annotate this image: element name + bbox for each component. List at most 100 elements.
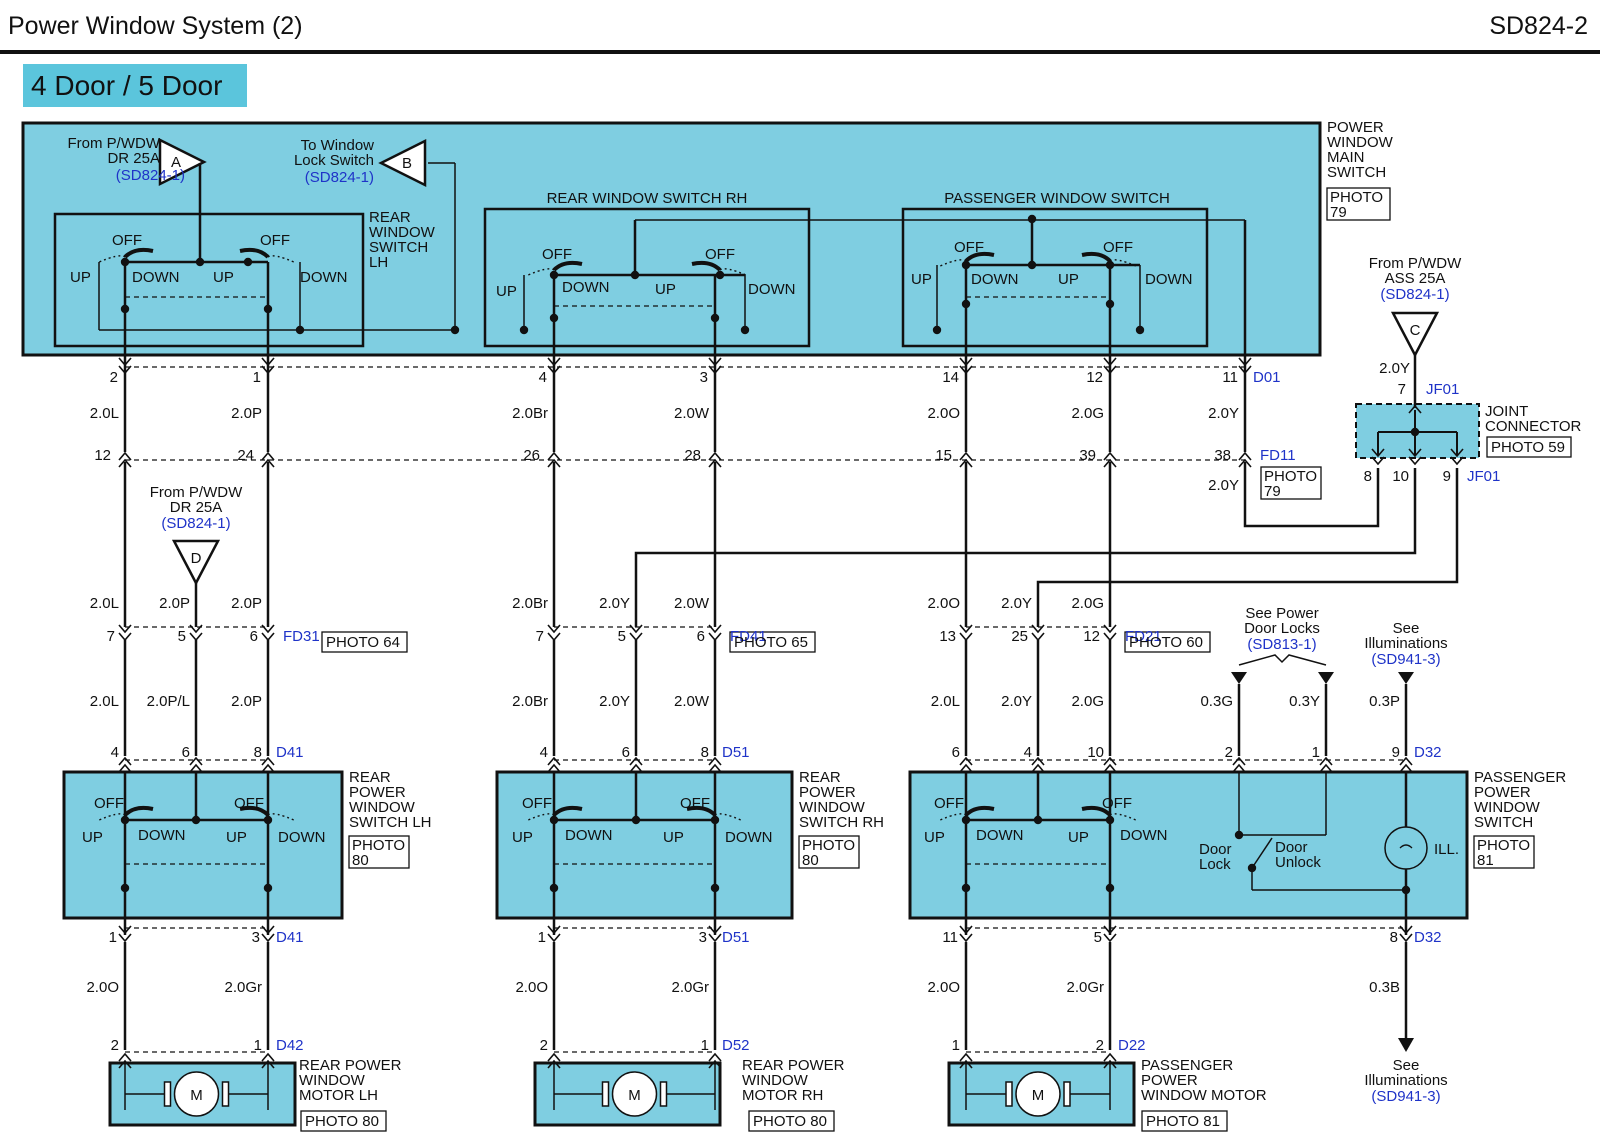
page-code: SD824-2 xyxy=(1489,12,1588,40)
sw-rh-bot-pin xyxy=(708,933,722,943)
junction-dot xyxy=(120,815,130,825)
label-off: OFF xyxy=(705,246,735,263)
sw_lh-pin xyxy=(189,756,203,766)
label-down: DOWN xyxy=(300,269,348,286)
d01-pin-number: 14 xyxy=(942,369,959,386)
sw-lh-bot-conn: D41 xyxy=(276,929,304,946)
motor-rh-photo xyxy=(748,1110,835,1132)
junction-dot xyxy=(630,270,640,280)
sw_rh-pin xyxy=(547,763,561,773)
junction-dot xyxy=(549,270,559,280)
ref-c-triangle-letter: C xyxy=(1410,322,1421,339)
switch-dotted xyxy=(267,813,297,822)
motor-icon xyxy=(1015,1071,1061,1117)
fd31-photo-text: PHOTO 64 xyxy=(326,634,400,651)
d01-pin xyxy=(118,365,132,375)
d01-pin xyxy=(1103,365,1117,375)
motor-rh-name: REAR POWER xyxy=(742,1057,845,1074)
illum-top-text: Illuminations xyxy=(1364,635,1447,652)
fd41-pin xyxy=(629,632,643,642)
fd41-pin-number: 7 xyxy=(536,628,544,645)
fd21-pin-number: 25 xyxy=(1011,628,1028,645)
d01-pin xyxy=(261,357,275,367)
junction-dot xyxy=(961,815,971,825)
label-off: OFF xyxy=(234,795,264,812)
junction-dot xyxy=(961,260,971,270)
motor-pass-name: POWER xyxy=(1141,1072,1198,1089)
switch-dotted xyxy=(1109,259,1139,268)
low-wire-color: 2.0Y xyxy=(599,693,630,710)
fd11-pin xyxy=(261,451,275,461)
sw-rh-name: WINDOW xyxy=(799,799,866,816)
motor_pass-pin xyxy=(959,1059,973,1069)
sw_lh-pin xyxy=(118,763,132,773)
joint-photo xyxy=(1486,436,1572,458)
ref-b-ref: (SD824-1) xyxy=(305,169,374,186)
sw-pass-bot-pin-number: 8 xyxy=(1390,929,1398,946)
wire xyxy=(1036,468,1459,627)
switch-arm xyxy=(1081,805,1112,817)
label-off: OFF xyxy=(1102,795,1132,812)
switch-dotted xyxy=(525,268,555,277)
switch-dotted xyxy=(937,813,967,822)
motor-wire-color: 2.0O xyxy=(515,979,548,996)
motor-wire-color: 2.0O xyxy=(86,979,119,996)
label-off: OFF xyxy=(260,232,290,249)
d01-pin-number: 11 xyxy=(1222,369,1238,386)
motor_lh-pin xyxy=(261,1052,275,1062)
sw_lh-pin xyxy=(261,763,275,773)
fd11-pin xyxy=(118,451,132,461)
switch-dotted xyxy=(937,259,967,268)
wire xyxy=(1243,462,1380,528)
fd31-pin-number: 7 xyxy=(107,628,115,645)
door-lock-arrow xyxy=(1231,672,1247,684)
label-down: DOWN xyxy=(565,827,613,844)
sw-lh-bot-pin xyxy=(118,925,132,935)
motor-pass-photo-text: PHOTO 81 xyxy=(1146,1113,1220,1130)
sw_pass-pin xyxy=(959,763,973,773)
fd11-pin-number: 26 xyxy=(523,447,540,464)
sw_rh-pin xyxy=(708,763,722,773)
label-up: UP xyxy=(911,271,932,288)
switch-dotted xyxy=(96,813,126,822)
fd31-pin xyxy=(261,632,275,642)
motor-lh-name: REAR POWER xyxy=(299,1057,402,1074)
sw-pass-bot-pin xyxy=(959,925,973,935)
sw_rh-box xyxy=(495,770,794,920)
label-up: UP xyxy=(213,269,234,286)
d01-wire-color: 2.0Y xyxy=(1208,405,1239,422)
d01-pin xyxy=(547,365,561,375)
low-wire-color: 2.0L xyxy=(931,693,960,710)
ref-c-ref: (SD824-1) xyxy=(1380,286,1449,303)
sw-rh-bot-pin xyxy=(708,925,722,935)
sw-rh-bot-pin-number: 3 xyxy=(699,929,707,946)
sw_pass-pin xyxy=(1232,763,1246,773)
sw-pass-bot-pin-number: 5 xyxy=(1094,929,1102,946)
door-lock-label: Lock xyxy=(1199,856,1231,873)
joint-name: JOINT xyxy=(1485,403,1528,420)
fd21-pin xyxy=(959,624,973,634)
motor-wire-color: 2.0Gr xyxy=(224,979,262,996)
junction-dot xyxy=(740,325,750,335)
junction-dot xyxy=(549,883,559,893)
motor_lh-conn: D42 xyxy=(276,1037,304,1054)
d01-pin xyxy=(1238,357,1252,367)
junction-dot xyxy=(710,883,720,893)
ref-b-text: To Window xyxy=(301,137,375,154)
d01-pin xyxy=(708,357,722,367)
sw_pass-pin xyxy=(1031,763,1045,773)
junction-dot xyxy=(295,325,305,335)
sw-rh-name: POWER xyxy=(799,784,856,801)
rear-lh-name: LH xyxy=(369,254,388,271)
junction-dot xyxy=(120,883,130,893)
sw-pass-conn: D32 xyxy=(1414,744,1442,761)
switch-arm xyxy=(552,805,583,817)
low-wire-color: 2.0G xyxy=(1071,693,1104,710)
d01-wire-color: 2.0Br xyxy=(512,405,548,422)
illum-arrow xyxy=(1398,672,1414,684)
junction-dot xyxy=(631,815,641,825)
fd31-pin xyxy=(261,624,275,634)
door-locks-text: See Power xyxy=(1245,605,1318,622)
motor_pass-pin-number: 1 xyxy=(952,1037,960,1054)
passenger-subbox xyxy=(901,207,1209,348)
